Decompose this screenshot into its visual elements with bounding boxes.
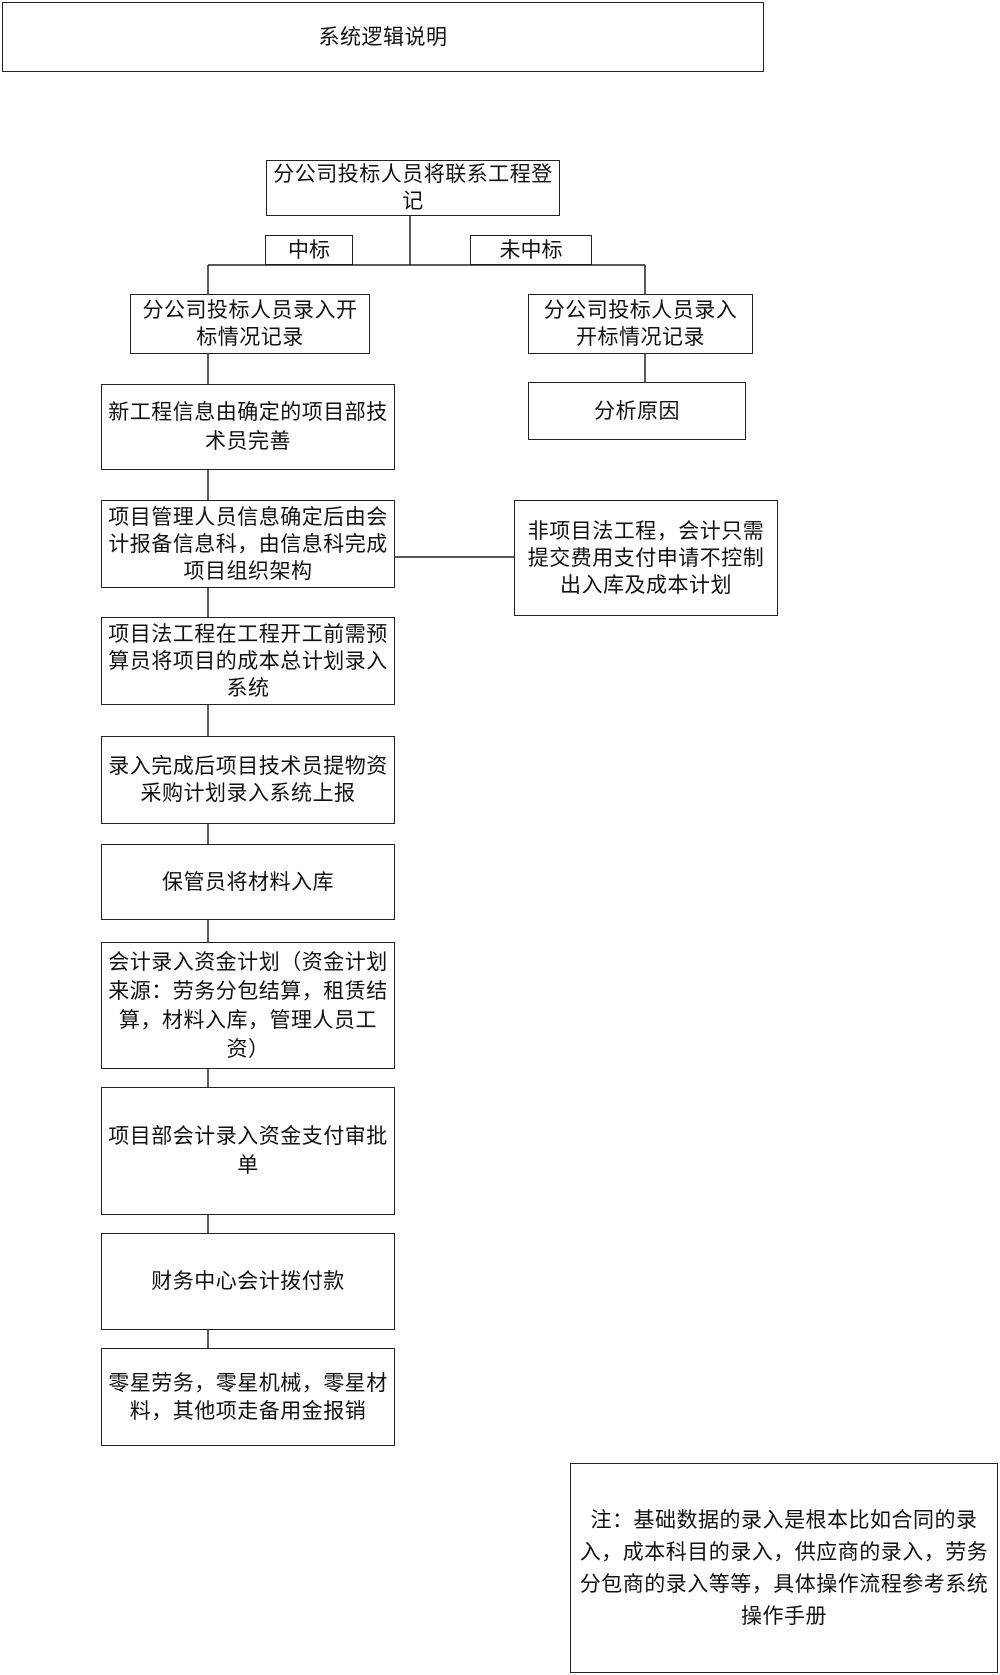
node-cost-plan-text: 项目法工程在工程开工前需预算员将项目的成本总计划录入系统 bbox=[108, 621, 388, 700]
node-warehouse: 保管员将材料入库 bbox=[101, 844, 395, 920]
node-lose-record-text: 分公司投标人员录入开标情况记录 bbox=[543, 298, 738, 349]
title-box: 系统逻辑说明 bbox=[2, 2, 764, 72]
label-lose-text: 未中标 bbox=[499, 238, 563, 262]
node-org: 项目管理人员信息确定后由会计报备信息科，由信息科完成项目组织架构 bbox=[101, 500, 395, 588]
node-warehouse-text: 保管员将材料入库 bbox=[162, 869, 334, 894]
node-win-record-text: 分公司投标人员录入开标情况记录 bbox=[142, 298, 358, 349]
node-org-text: 项目管理人员信息确定后由会计报备信息科，由信息科完成项目组织架构 bbox=[108, 504, 388, 583]
note-text: 注：基础数据的录入是根本比如合同的录入，成本科目的录入，供应商的录入，劳务分包商… bbox=[579, 1508, 989, 1628]
note-box: 注：基础数据的录入是根本比如合同的录入，成本科目的录入，供应商的录入，劳务分包商… bbox=[570, 1463, 998, 1673]
label-win-text: 中标 bbox=[288, 238, 330, 262]
node-analyze-text: 分析原因 bbox=[594, 398, 680, 423]
node-petty: 零星劳务，零星机械，零星材料，其他项走备用金报销 bbox=[101, 1348, 395, 1446]
diagram-title: 系统逻辑说明 bbox=[318, 24, 448, 49]
node-payment-approval-text: 项目部会计录入资金支付审批单 bbox=[108, 1124, 388, 1177]
node-non-project-text: 非项目法工程，会计只需提交费用支付申请不控制出入库及成本计划 bbox=[527, 518, 765, 597]
node-register: 分公司投标人员将联系工程登记 bbox=[266, 160, 560, 216]
node-disburse-text: 财务中心会计拨付款 bbox=[151, 1269, 345, 1293]
node-petty-text: 零星劳务，零星机械，零星材料，其他项走备用金报销 bbox=[108, 1371, 388, 1423]
label-win: 中标 bbox=[265, 235, 353, 265]
node-purchase-text: 录入完成后项目技术员提物资采购计划录入系统上报 bbox=[108, 754, 388, 805]
node-analyze: 分析原因 bbox=[528, 382, 746, 440]
label-lose: 未中标 bbox=[470, 235, 592, 265]
node-purchase: 录入完成后项目技术员提物资采购计划录入系统上报 bbox=[101, 736, 395, 824]
node-non-project: 非项目法工程，会计只需提交费用支付申请不控制出入库及成本计划 bbox=[514, 500, 778, 616]
node-payment-approval: 项目部会计录入资金支付审批单 bbox=[101, 1087, 395, 1215]
node-cost-plan: 项目法工程在工程开工前需预算员将项目的成本总计划录入系统 bbox=[101, 617, 395, 705]
node-register-text: 分公司投标人员将联系工程登记 bbox=[273, 162, 553, 213]
node-lose-record: 分公司投标人员录入开标情况记录 bbox=[528, 294, 753, 354]
node-win-record: 分公司投标人员录入开标情况记录 bbox=[130, 294, 370, 354]
node-fund-plan-text: 会计录入资金计划（资金计划来源：劳务分包结算，租赁结算，材料入库，管理人员工资） bbox=[108, 949, 388, 1061]
node-fund-plan: 会计录入资金计划（资金计划来源：劳务分包结算，租赁结算，材料入库，管理人员工资） bbox=[101, 942, 395, 1069]
node-new-info-text: 新工程信息由确定的项目部技术员完善 bbox=[108, 400, 388, 453]
node-new-info: 新工程信息由确定的项目部技术员完善 bbox=[101, 384, 395, 470]
node-disburse: 财务中心会计拨付款 bbox=[101, 1233, 395, 1330]
